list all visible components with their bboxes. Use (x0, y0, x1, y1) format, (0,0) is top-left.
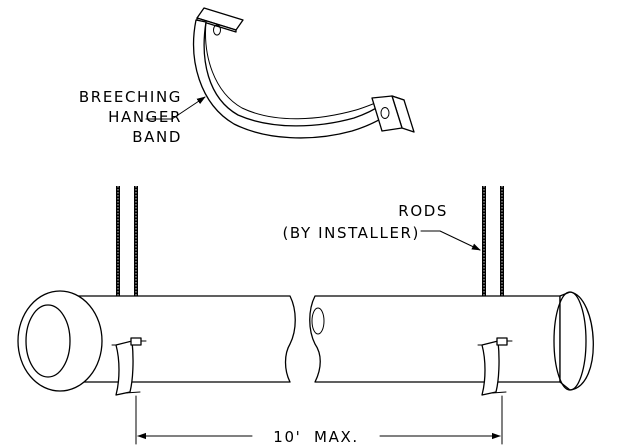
band-label-line3: BAND (132, 128, 182, 146)
left-clamp-nut (130, 337, 142, 346)
spacing-dimension: 10' MAX. (135, 395, 503, 445)
rods-label-line2: (BY INSTALLER) (282, 224, 420, 242)
band-left-tab-hole (213, 24, 221, 36)
right-clamp-nut (496, 337, 508, 346)
spacing-label: 10' MAX. (273, 428, 358, 445)
pipe-break-opening (311, 307, 325, 335)
left-clamp-on-pipe (111, 337, 147, 396)
pipe-right-section (309, 295, 561, 383)
pipe-right-end-flange (559, 291, 594, 391)
band-leader-arrow (145, 96, 206, 120)
band-label-line2: HANGER (108, 108, 182, 126)
hanger-band-illustration (193, 7, 415, 139)
band-right-tab-hole (380, 107, 390, 119)
rods-leader-arrow (420, 230, 481, 251)
right-clamp-on-pipe (477, 337, 513, 396)
band-label-line1: BREECHING (79, 88, 182, 106)
rods-label-line1: RODS (398, 202, 448, 220)
band-strap (193, 19, 405, 139)
pipe-left-end-opening (25, 304, 71, 378)
